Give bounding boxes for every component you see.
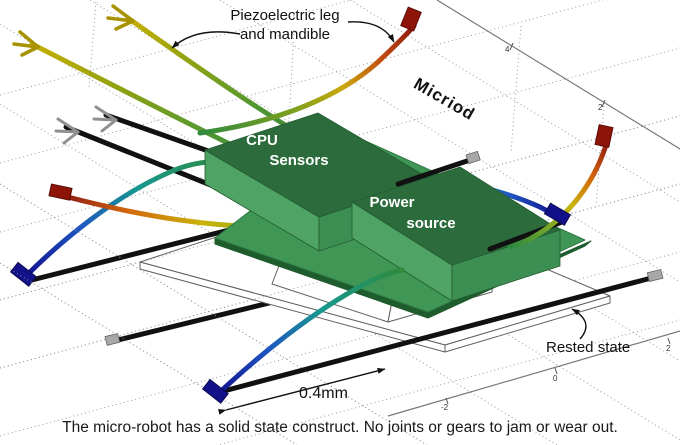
mandible-claw-yellow-2 [12, 30, 40, 57]
axis-tick: 0 [553, 374, 558, 383]
dimension-arrow [217, 367, 386, 415]
piezo-legs-front [215, 139, 610, 397]
leg-red-tip [594, 124, 614, 148]
mandible-claw-grey-1 [54, 117, 80, 145]
dimension-label: 0.4mm [299, 385, 348, 402]
piezo-annotation: Piezoelectric leg and mandible [190, 7, 380, 45]
annotation-arrows [171, 21, 587, 415]
rested-leg [395, 156, 476, 187]
axis-line-bottom: -2 0 2 [387, 330, 680, 417]
leg-blue-foot [543, 202, 572, 226]
piezo-annotation-line2: and mandible [239, 25, 331, 43]
leg-blue-foot [201, 378, 229, 404]
rested-arrow-icon [571, 308, 587, 340]
leg-blue-foot [9, 261, 37, 287]
figure-caption: The micro-robot has a solid state constr… [62, 419, 618, 436]
piezo-arrow-left-icon [171, 31, 241, 49]
axis-tick: 2 [598, 103, 603, 112]
rested-leg-tip [646, 268, 664, 283]
sensors-label: Sensors [269, 152, 328, 169]
power-label: Power [369, 194, 414, 211]
piezo-annotation-line1: Piezoelectric leg [230, 7, 340, 24]
mandible-claw-grey-2 [92, 105, 118, 133]
leg-red-tip [400, 6, 422, 32]
axis-tick: -2 [441, 403, 449, 412]
rested-state-label: Rested state [546, 339, 631, 356]
piezo-arrow-right-icon [347, 21, 395, 43]
source-label: source [406, 215, 455, 232]
axis-line-top: 4 2 [436, 0, 680, 150]
leg-red-tip [48, 183, 73, 201]
cpu-label: CPU [246, 132, 278, 149]
rested-leg-tip [104, 332, 121, 346]
piezoelectric-leg-8 [215, 267, 405, 397]
body-plate-edge [444, 295, 611, 353]
rested-leg-tip [465, 150, 481, 165]
piezoelectric-leg-4 [507, 139, 610, 250]
axis-tick: 2 [666, 344, 671, 353]
mandible-claw-yellow-1 [106, 4, 135, 31]
axis-tick: 4 [505, 45, 510, 54]
piezoelectric-leg-3 [197, 23, 417, 136]
